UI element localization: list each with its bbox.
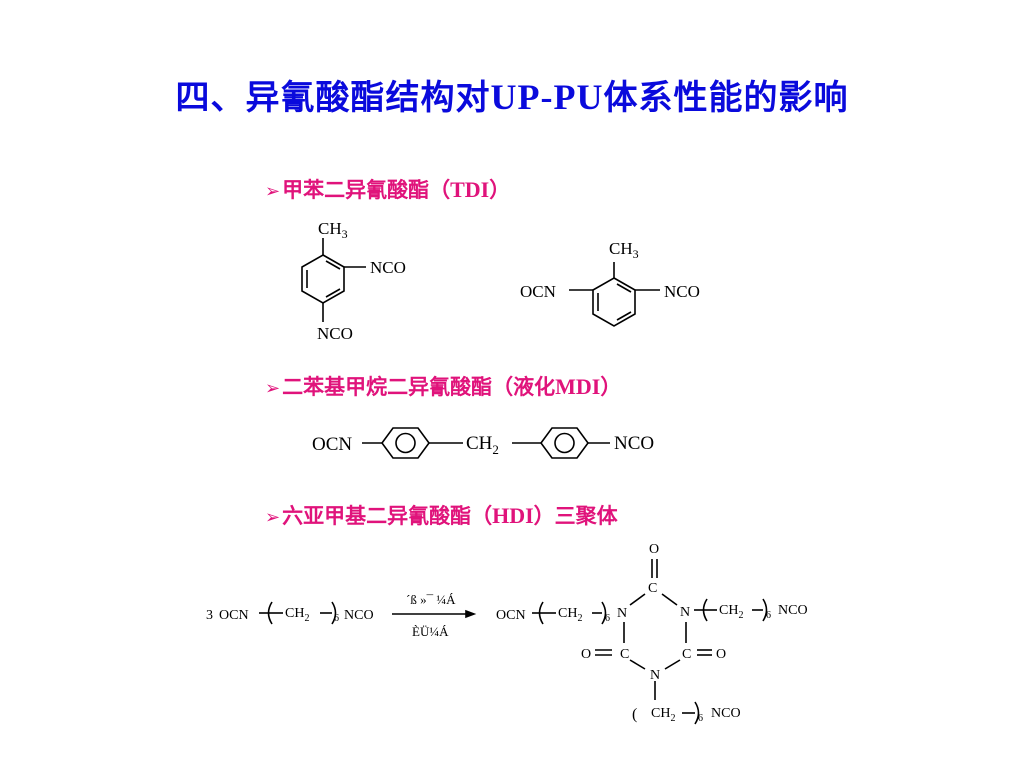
tdi24-ch3-label: CH3	[318, 219, 348, 241]
section-heading-tdi: ➢甲苯二异氰酸酯（TDI）	[265, 174, 510, 204]
ring-c-left: C	[620, 647, 629, 662]
trimer-ch2-bottom: CH2	[651, 706, 675, 724]
hdi-reactant-ocn: OCN	[219, 608, 249, 623]
trimer-sub6-bottom: 6	[698, 713, 703, 724]
trimer-ocn-left: OCN	[496, 608, 526, 623]
trimer-nco-right: NCO	[778, 603, 808, 618]
trimer-ch2-right: CH2	[719, 603, 743, 621]
section-label-end: ）	[489, 178, 511, 202]
ring-c-right: C	[682, 647, 691, 662]
tdi24-nco-bottom: NCO	[317, 324, 353, 343]
trimer-sub6-right: 6	[766, 610, 771, 621]
slide-title: 四、异氰酸酯结构对UP-PU体系性能的影响	[0, 70, 1024, 119]
trimer-paren-bottom: (	[632, 706, 637, 723]
section-label: 甲苯二异氰酸酯（	[282, 178, 451, 202]
tdi26-ocn-left: OCN	[520, 282, 556, 301]
hdi-reactant-coeff: 3	[206, 608, 213, 623]
tdi26-nco-right: NCO	[664, 282, 700, 301]
tdi26-ch3-label: CH3	[609, 239, 639, 261]
section-label-end: ）	[600, 375, 622, 399]
ring-o-left: O	[581, 647, 591, 662]
ring-c-top: C	[648, 581, 657, 596]
trimer-ch2-left: CH2	[558, 606, 582, 624]
ring-n-right: N	[680, 605, 690, 620]
bullet-arrow-icon: ➢	[265, 181, 281, 202]
section-abbrev: HDI	[492, 503, 534, 528]
tdi24-nco-right: NCO	[370, 258, 406, 277]
ring-o-right: O	[716, 647, 726, 662]
section-heading-mdi: ➢二苯基甲烷二异氰酸酯（液化MDI）	[265, 371, 621, 401]
bullet-arrow-icon: ➢	[265, 378, 281, 399]
section-label: 六亚甲基二异氰酸酯（	[282, 504, 493, 528]
title-suffix: 体系性能的影响	[603, 78, 849, 118]
section-label-end: ）三聚体	[533, 504, 618, 528]
benzene-ring-mdi-left	[381, 427, 430, 459]
trimer-sub6-left: 6	[605, 613, 610, 624]
ring-o-top: O	[649, 542, 659, 557]
ring-n-left: N	[617, 606, 627, 621]
benzene-ring-tdi26	[592, 277, 636, 327]
title-latin: UP-PU	[490, 77, 604, 117]
hdi-reactant-nco: NCO	[344, 608, 374, 623]
ring-n-bottom: N	[650, 668, 660, 683]
mdi-ch2-label: CH2	[466, 433, 499, 457]
section-label: 二苯基甲烷二异氰酸酯（液化	[282, 375, 556, 399]
section-heading-hdi: ➢六亚甲基二异氰酸酯（HDI）三聚体	[265, 500, 618, 530]
section-abbrev: TDI	[450, 177, 490, 202]
benzene-ring-tdi24	[301, 254, 345, 304]
hdi-reactant-ch2: CH2	[285, 606, 309, 624]
benzene-ring-mdi-right	[540, 427, 589, 459]
section-abbrev: MDI	[555, 374, 601, 399]
title-prefix: 四、异氰酸酯结构对	[175, 78, 491, 118]
hdi-reactant-sub6: 6	[334, 613, 339, 624]
trimer-nco-bottom: NCO	[711, 706, 741, 721]
mdi-ocn-label: OCN	[312, 434, 352, 455]
bullet-arrow-icon: ➢	[265, 507, 281, 528]
solvent-label: ÈÜ¼Á	[412, 624, 449, 639]
mdi-nco-label: NCO	[614, 433, 654, 454]
catalyst-label: ´ß »¯ ¼Á	[406, 592, 456, 607]
